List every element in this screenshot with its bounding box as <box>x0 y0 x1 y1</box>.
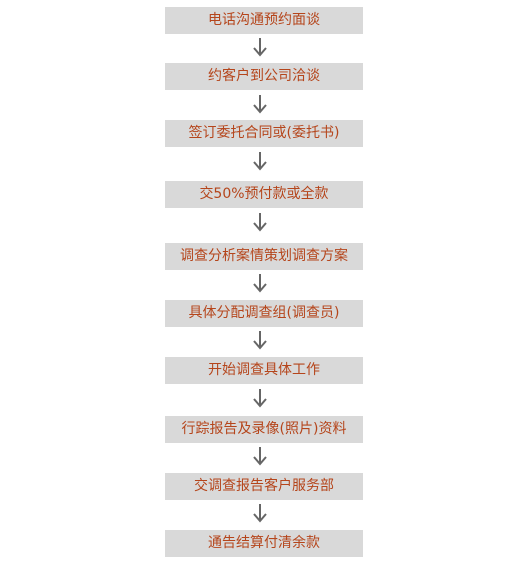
arrow-down-icon <box>252 388 268 408</box>
step-box-2: 约客户到公司洽谈 <box>165 63 363 90</box>
step-box-7: 开始调查具体工作 <box>165 357 363 384</box>
step-box-8: 行踪报告及录像(照片)资料 <box>165 416 363 443</box>
step-box-5: 调查分析案情策划调查方案 <box>165 243 363 270</box>
step-box-1: 电话沟通预约面谈 <box>165 7 363 34</box>
arrow-down-icon <box>252 94 268 114</box>
arrow-down-icon <box>252 212 268 232</box>
step-box-10: 通告结算付清余款 <box>165 530 363 557</box>
arrow-down-icon <box>252 446 268 466</box>
step-box-3: 签订委托合同或(委托书) <box>165 120 363 147</box>
arrow-down-icon <box>252 37 268 57</box>
arrow-down-icon <box>252 330 268 350</box>
step-box-4: 交50%预付款或全款 <box>165 181 363 208</box>
arrow-down-icon <box>252 503 268 523</box>
arrow-down-icon <box>252 273 268 293</box>
step-box-6: 具体分配调查组(调查员) <box>165 300 363 327</box>
arrow-down-icon <box>252 151 268 171</box>
step-box-9: 交调查报告客户服务部 <box>165 473 363 500</box>
